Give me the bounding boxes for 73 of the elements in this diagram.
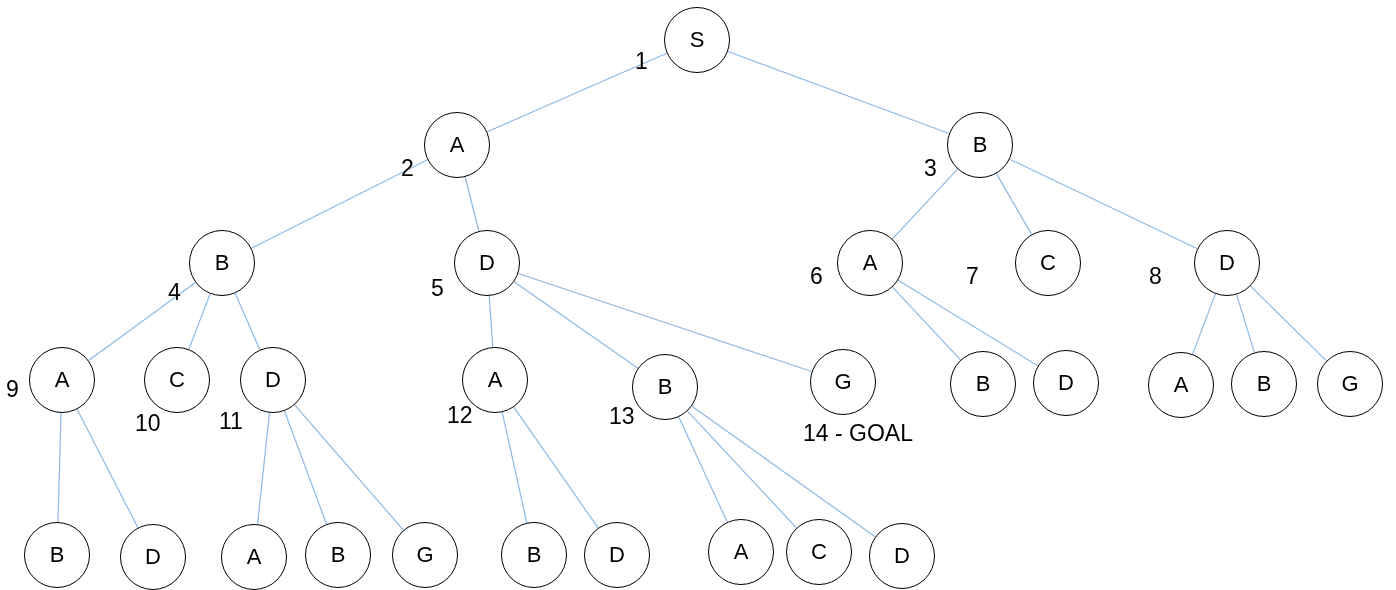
tree-edge xyxy=(995,173,1033,235)
node-letter: G xyxy=(1341,373,1359,395)
tree-edge xyxy=(513,406,599,529)
visit-order-number: 9 xyxy=(6,378,19,401)
tree-edge xyxy=(250,159,429,249)
visit-order-number: 2 xyxy=(401,157,414,180)
tree-edge xyxy=(234,292,261,351)
node-letter: A xyxy=(1173,374,1189,396)
tree-edge xyxy=(517,272,813,373)
visit-order-number: 6 xyxy=(810,265,823,288)
node-letter: D xyxy=(894,545,910,567)
node-letter: A xyxy=(733,541,749,563)
node-letter: B xyxy=(972,134,988,156)
node-letter: D xyxy=(479,252,495,274)
tree-edge xyxy=(513,281,639,369)
node-letter: B xyxy=(657,376,673,398)
node-letter: C xyxy=(169,369,185,391)
node-letter: A xyxy=(246,546,262,568)
node-letter: B xyxy=(214,252,230,274)
tree-edge xyxy=(691,405,876,538)
tree-edge xyxy=(1192,293,1216,355)
visit-order-number: 8 xyxy=(1149,265,1162,288)
visit-order-number: 11 xyxy=(219,410,243,433)
node-letter: B xyxy=(49,544,65,566)
tree-edge xyxy=(686,410,798,529)
tree-edge xyxy=(678,416,728,523)
node-letter: B xyxy=(1256,373,1272,395)
node-letter: S xyxy=(689,29,705,51)
node-letter: G xyxy=(416,544,434,566)
node-letter: A xyxy=(487,369,503,391)
tree-node-circle xyxy=(786,519,852,585)
tree-edge xyxy=(501,411,528,524)
node-letter: G xyxy=(834,371,852,393)
node-letter: D xyxy=(265,369,281,391)
tree-edge xyxy=(57,412,62,523)
tree-edge xyxy=(188,293,211,350)
node-letter: B xyxy=(330,544,346,566)
tree-edge xyxy=(891,168,959,240)
node-letter: A xyxy=(862,252,878,274)
visit-order-number: 12 xyxy=(447,404,473,427)
node-letter: A xyxy=(449,134,465,156)
visit-order-number: 4 xyxy=(168,281,181,304)
tree-edge xyxy=(488,295,494,348)
tree-edge xyxy=(283,410,328,525)
tree-edge xyxy=(1249,285,1328,362)
tree-edge xyxy=(891,286,962,361)
node-letter: A xyxy=(54,369,70,391)
tree-edge xyxy=(897,279,1039,367)
tree-edge xyxy=(1009,158,1198,250)
node-letter: C xyxy=(811,541,827,563)
tree-edge xyxy=(464,176,480,232)
tree-node-circle xyxy=(950,351,1016,417)
visit-order-number: 1 xyxy=(635,50,648,73)
tree-edge xyxy=(256,412,271,525)
visit-order-number: 13 xyxy=(609,405,635,428)
node-letter: D xyxy=(1058,372,1074,394)
visit-order-number: 3 xyxy=(924,157,937,180)
tree-edge xyxy=(727,50,950,135)
tree-edge xyxy=(76,408,139,529)
visit-order-number: 10 xyxy=(135,412,161,435)
node-letter: B xyxy=(975,373,991,395)
node-letter: D xyxy=(1219,252,1235,274)
node-letter: D xyxy=(609,544,625,566)
visit-order-number: 7 xyxy=(966,265,979,288)
tree-edge xyxy=(294,404,404,531)
node-letter: C xyxy=(1040,252,1056,274)
visit-order-number: 14 - GOAL xyxy=(803,422,913,445)
visit-order-number: 5 xyxy=(431,277,444,300)
node-letter: B xyxy=(526,544,542,566)
tree-edge xyxy=(88,281,196,362)
tree-edge xyxy=(486,52,668,133)
tree-edge xyxy=(1236,293,1255,354)
node-letter: D xyxy=(145,546,161,568)
